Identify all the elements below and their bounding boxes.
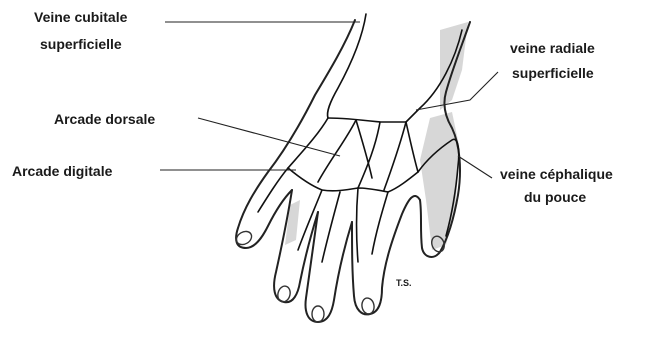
label-veine-cubitale-line1: Veine cubitale [34, 9, 128, 25]
fingernails [234, 229, 446, 322]
author-signature: T.S. [396, 278, 412, 288]
label-veine-cephalique-line1: veine céphalique [500, 166, 613, 182]
label-veine-radiale-line2: superficielle [512, 65, 594, 81]
label-arcade-digitale: Arcade digitale [12, 163, 113, 179]
label-veine-cephalique-line2: du pouce [524, 189, 586, 205]
label-veine-radiale-line1: veine radiale [510, 40, 595, 56]
label-veine-cubitale-line2: superficielle [40, 36, 122, 52]
label-arcade-dorsale: Arcade dorsale [54, 111, 155, 127]
